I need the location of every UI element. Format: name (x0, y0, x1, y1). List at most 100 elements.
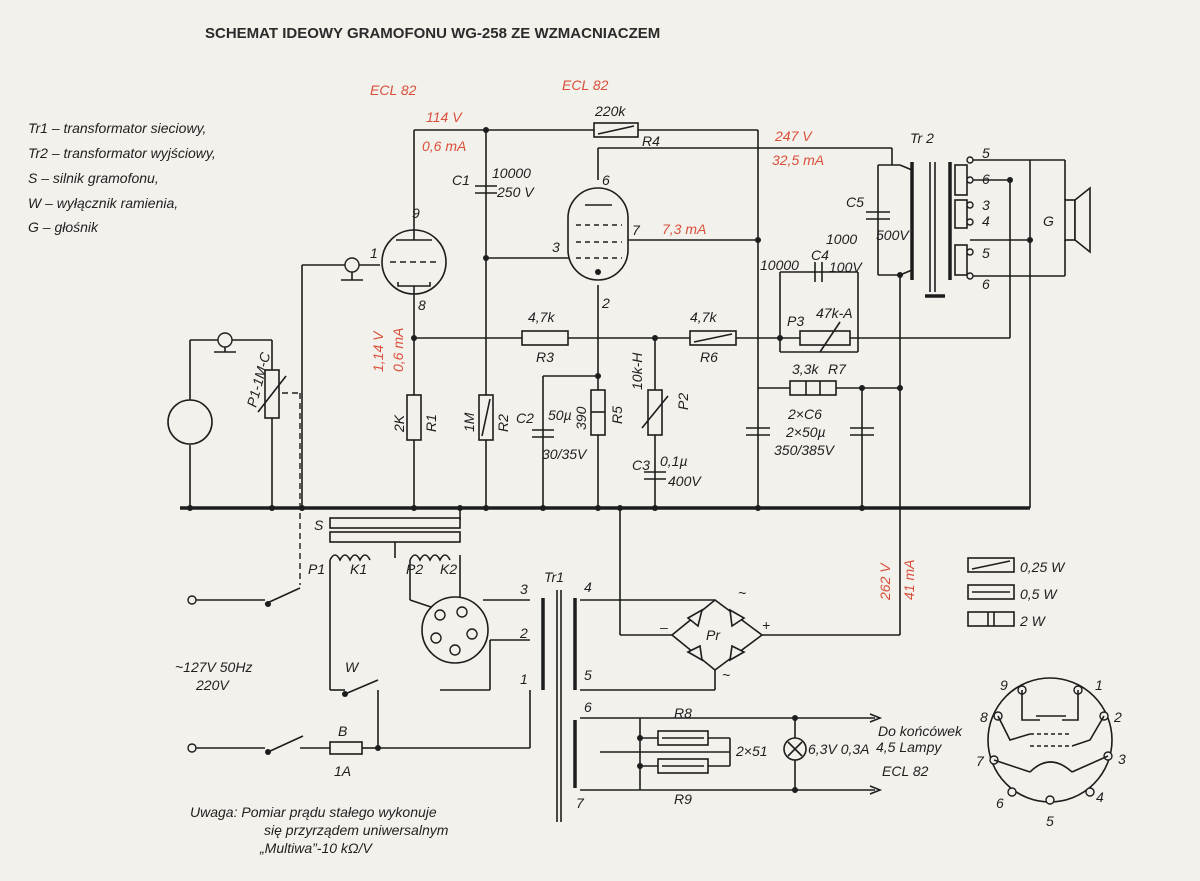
comp-value: 2×51 (735, 743, 768, 759)
comp-value: 10000 (760, 257, 799, 273)
potentiometer-p3: P3 47k-A (787, 305, 853, 353)
legend-item: 2 W (1019, 613, 1047, 629)
transformer-tr2: Tr 2 5 6 3 4 5 6 (899, 130, 990, 298)
comp-name: R1 (423, 414, 439, 432)
pin-label: 5 (584, 667, 592, 683)
pin-label: K1 (350, 561, 367, 577)
transformer-tr1: Tr1 3 2 1 4 5 6 7 (519, 569, 592, 822)
pin-label: K2 (440, 561, 457, 577)
comp-value: 30/35V (542, 446, 588, 462)
current-label: 0,6 mA (390, 328, 406, 372)
pin-label: 6 (584, 699, 592, 715)
comp-name: C4 (811, 247, 829, 263)
pin-label: 3 (1118, 751, 1126, 767)
comp-name: R4 (642, 133, 660, 149)
note-line: się przyrządem uniwersalnym (264, 822, 449, 838)
pin-label: 4 (1096, 789, 1104, 805)
pin-label: 8 (418, 297, 426, 313)
comp-name: W (345, 659, 360, 675)
comp-value: 400V (668, 473, 702, 489)
speaker-icon: G (1043, 186, 1091, 254)
tube-label-left: ECL 82 (370, 82, 417, 98)
diagram-title: SCHEMAT IDEOWY GRAMOFONU WG-258 ZE WZMAC… (205, 25, 660, 42)
current-label: 0,6 mA (422, 138, 466, 154)
comp-name: C5 (846, 194, 864, 210)
capacitor-c6: 2×C6 2×50µ 350/385V (746, 406, 874, 458)
pin-label: 3 (552, 239, 560, 255)
pin-label: ~ (722, 667, 730, 683)
pin-label: 6 (996, 795, 1004, 811)
capacitor-c2: C2 50µ 30/35V (516, 407, 588, 462)
measurement-note: Uwaga: Pomiar prądu stałego wykonuje się… (190, 804, 449, 856)
comp-name: B (338, 723, 347, 739)
pin-label: 5 (982, 145, 990, 161)
comp-name: R3 (536, 349, 554, 365)
comp-name: G (1043, 213, 1054, 229)
legend: Tr1 – transformator sieciowy, Tr2 – tran… (28, 120, 216, 235)
resistor-legend: 0,25 W 0,5 W 2 W (967, 557, 1066, 629)
pin-label: 7 (976, 753, 985, 769)
comp-name: R9 (674, 791, 692, 807)
pickup-input: P1-1M-C (167, 257, 363, 445)
pin-label: 6 (602, 172, 610, 188)
legend-item: W – wyłącznik ramienia, (28, 195, 178, 211)
note-text: Do końcówek (878, 723, 963, 739)
current-label: 32,5 mA (772, 152, 824, 168)
voltage-label: 262 V (877, 562, 893, 601)
legend-item: 0,25 W (1020, 559, 1066, 575)
comp-name: P3 (787, 313, 804, 329)
comp-name: C2 (516, 410, 534, 426)
mains-label: 220V (195, 677, 230, 693)
pin-label: 1 (1095, 677, 1103, 693)
tube-1: 9 1 8 (370, 205, 447, 313)
capacitor-c4: 1000 10000 C4 100V (760, 231, 863, 282)
note-text: ECL 82 (882, 763, 929, 779)
comp-value: 0,1µ (660, 453, 688, 469)
comp-value: 390 (573, 406, 589, 430)
comp-name: R2 (495, 414, 511, 432)
pin-label: 8 (980, 709, 988, 725)
heater-circuit: R8 R9 2×51 6,3V 0,3A Do końcówek 4,5 Lam… (657, 705, 963, 807)
comp-value: 50µ (548, 407, 572, 423)
comp-value: 1000 (826, 231, 857, 247)
pin-label: 5 (1046, 813, 1054, 829)
resistor-r3: 4,7k R3 (521, 309, 569, 365)
pin-label: 7 (632, 222, 641, 238)
comp-value: 100V (829, 259, 863, 275)
pin-label: 2 (601, 295, 610, 311)
capacitor-c3: C3 0,1µ 400V (632, 453, 702, 489)
comp-name: Pr (706, 627, 721, 643)
current-label: 7,3 mA (662, 221, 706, 237)
resistor-r7: 3,3k R7 (789, 361, 847, 396)
comp-name: R7 (828, 361, 847, 377)
pin-label: 3 (982, 197, 990, 213)
current-label: 41 mA (901, 560, 917, 600)
legend-item: Tr2 – transformator wyjściowy, (28, 145, 216, 161)
comp-value: 10k-H (629, 352, 645, 390)
comp-value: 6,3V 0,3A (808, 741, 870, 757)
pin-label: + (762, 617, 770, 633)
pin-label: 9 (412, 205, 420, 221)
comp-value: 250 V (496, 184, 535, 200)
comp-value: 2K (391, 414, 407, 433)
pin-label: ~ (738, 585, 746, 601)
pin-label: – (659, 619, 668, 635)
comp-name: 2×C6 (787, 406, 822, 422)
capacitor-c5: C5 500V (846, 194, 910, 243)
pin-label: 4 (584, 579, 592, 595)
pin-label: 2 (519, 625, 528, 641)
pin-label: 4 (982, 213, 990, 229)
voltage-label: 1,14 V (370, 330, 386, 372)
comp-value: 220k (594, 103, 626, 119)
resistor-r1: 2K R1 (391, 394, 439, 441)
mains-input: W B 1A ~127V 50Hz 220V (175, 587, 379, 779)
pin-label: 1 (370, 245, 378, 261)
motor-s: S P1 K1 P2 K2 (308, 517, 461, 577)
pin-label: 3 (520, 581, 528, 597)
capacitor-c1: C1 10000 250 V (452, 165, 535, 200)
comp-name: Tr1 (544, 569, 564, 585)
comp-value: 350/385V (774, 442, 836, 458)
comp-name: R6 (700, 349, 718, 365)
pin-label: P2 (406, 561, 423, 577)
junctions (187, 127, 1033, 793)
